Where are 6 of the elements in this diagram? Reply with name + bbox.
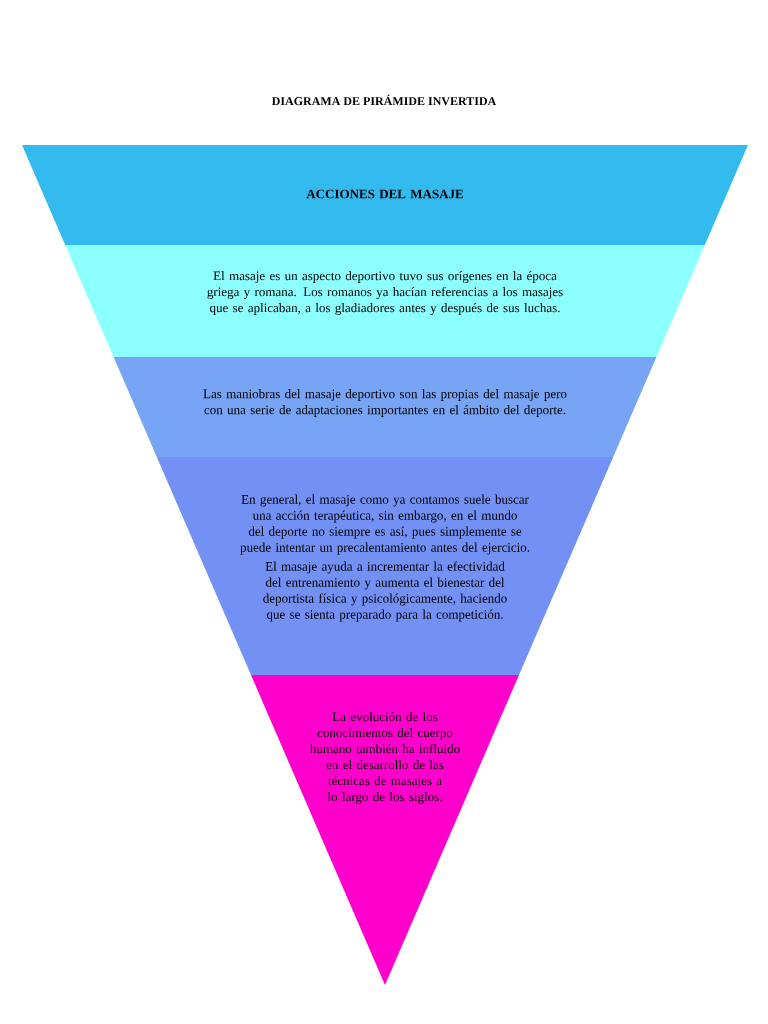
title: DIAGRAMA DE PIRÁMIDE INVERTIDA (271, 94, 497, 106)
pyramid-band: En general, el masaje como ya contamos suele buscar una acción terapéutica, sin embargo, en el mundo del deporte no siempre es así, pues simplemente se puede intentar un precalentamiento antes del ejercicio. El masaje ayuda a incrementar la efectividad del entrenamiento y aumenta el bienestar del deportista física y psicológicamente, haciendo que se sienta preparado para la competición. (156, 457, 614, 675)
pyramid-band: ACCIONES DEL MASAJE (22, 145, 748, 245)
pyramid-band: Las maniobras del masaje deportivo son las propias del masaje pero con una serie de adaptaciones importantes en el ámbito del deporte. (113, 357, 657, 457)
pyramid-band: La evolución de los conocimientos del cuerpo humano también ha influido en el desarrollo de las técnicas de masajes a lo largo de los siglos. (251, 675, 519, 985)
pyramid-band: El masaje es un aspecto deportivo tuvo sus orígenes en la época griega y romana. Los romanos ya hacían referencias a los masajes que se aplicaban, a los gladiadores antes y después de sus luchas. (65, 245, 705, 357)
